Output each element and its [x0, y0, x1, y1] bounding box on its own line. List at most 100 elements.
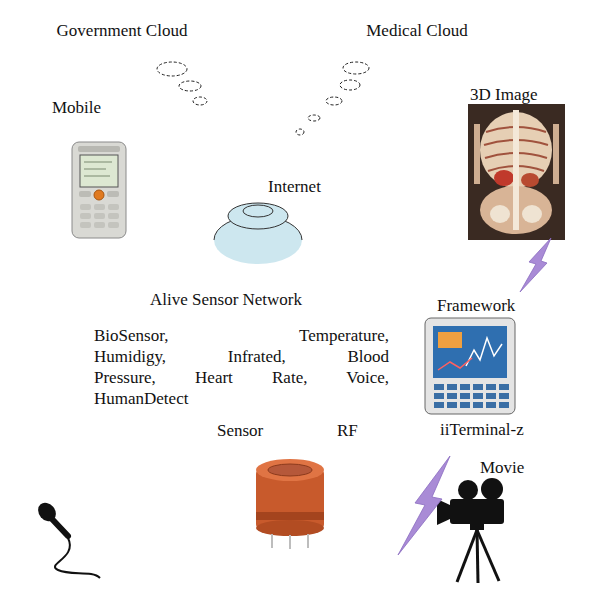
outline — [89, 319, 420, 580]
movie-camera — [437, 478, 504, 583]
terminal-device-part — [486, 393, 496, 399]
mobile-phone-part — [80, 155, 118, 187]
internet-ring: Internet — [85, 148, 590, 226]
ct-scan-image-part — [513, 110, 519, 230]
link-cloud — [214, 203, 302, 264]
cloud-bubble: Government Cloud — [8, 5, 236, 57]
mobile-phone-part — [84, 162, 112, 163]
mobile-phone — [72, 142, 126, 238]
terminal-device-part — [433, 326, 507, 378]
terminal-device-part — [466, 338, 502, 366]
mobile-phone-part — [108, 204, 119, 210]
thought-bubbles-part — [157, 62, 187, 76]
terminal-device-part — [434, 402, 444, 408]
mobile-phone-part — [84, 176, 110, 177]
thought-bubbles-part — [179, 81, 201, 91]
movie-camera-part — [470, 524, 484, 530]
mobile-phone-part — [107, 191, 119, 197]
terminal-device-part — [499, 393, 509, 399]
movie-camera-part — [457, 530, 477, 582]
outline — [115, 171, 560, 204]
device-label-holder: Mobile — [52, 98, 101, 118]
panel-label-holder: Sensor — [217, 421, 263, 441]
terminal-device-part — [473, 402, 483, 408]
mobile-phone-part — [80, 204, 91, 210]
terminal-device-part — [473, 384, 483, 390]
terminal-device-part — [438, 332, 462, 348]
link-cloud-part — [243, 205, 273, 217]
cloud-label-holder: Medical Cloud — [366, 21, 468, 41]
terminal-device-part — [447, 402, 457, 408]
movie-camera-part — [477, 530, 478, 583]
terminal-device-part — [425, 318, 515, 414]
terminal-device-part — [473, 393, 483, 399]
cloud-label-holder: Government Cloud — [57, 21, 188, 41]
gas-sensor-part — [256, 512, 324, 520]
thought-bubbles-part — [296, 129, 304, 135]
network-label-holder: Internet — [265, 177, 324, 197]
image-label: 3D Image — [470, 85, 538, 105]
panel-label: Sensor — [217, 421, 263, 441]
ct-scan-image-part — [521, 173, 539, 187]
thought-bubbles — [157, 62, 369, 135]
mobile-phone-part — [94, 213, 105, 219]
ct-scan-image — [468, 104, 565, 240]
mobile-phone-part — [108, 213, 119, 219]
movie-camera-part — [477, 530, 499, 581]
outline — [334, 8, 501, 53]
thought-bubbles-part — [193, 97, 207, 105]
microphone — [34, 499, 100, 578]
movie-camera-part — [458, 480, 478, 500]
outline — [33, 8, 224, 54]
terminal-device-part — [438, 358, 472, 370]
network-label: Internet — [265, 177, 324, 197]
network-cloud: Alive Sensor NetworkBioSensor, Temperatu… — [8, 232, 588, 607]
mobile-phone-part — [80, 222, 91, 228]
terminal-label-holder: iiTerminal-z — [440, 420, 524, 440]
terminal-device — [425, 318, 515, 414]
terminal-device-part — [434, 393, 444, 399]
ct-scan-image-part — [553, 124, 559, 184]
cloud-label: Government Cloud — [57, 21, 188, 41]
terminal-device-part — [486, 384, 496, 390]
mobile-phone-part — [94, 204, 105, 210]
ct-scan-image-part — [468, 104, 565, 240]
thought-bubbles-part — [343, 62, 369, 74]
thought-bubbles-part — [326, 97, 342, 105]
mobile-phone-part — [78, 146, 120, 152]
framework-label-holder: Framework — [437, 296, 515, 316]
microphone-part — [52, 519, 68, 536]
mobile-phone-part — [108, 222, 119, 228]
terminal-device-part — [447, 393, 457, 399]
terminal-label: iiTerminal-z — [440, 420, 524, 440]
cloud-bubble: Medical Cloud — [322, 5, 512, 57]
thought-bubbles-part — [340, 80, 360, 90]
gas-sensor-part — [307, 534, 309, 548]
terminal-device-part — [486, 402, 496, 408]
panel-label-holder: RF — [337, 421, 358, 441]
framework-label: Framework — [437, 296, 515, 316]
link-cloud-part — [228, 203, 288, 229]
sensor-list: BioSensor, Temperature, Humidigy, Infrat… — [94, 325, 389, 409]
ct-scan-image-part — [474, 124, 480, 184]
sensor-list-box: BioSensor, Temperature, Humidigy, Infrat… — [88, 318, 420, 580]
movie-camera-part — [481, 478, 503, 500]
outline — [86, 149, 589, 225]
outline — [115, 171, 560, 204]
sensor-panel — [172, 413, 422, 571]
microphone-part — [55, 538, 100, 578]
outline — [164, 421, 414, 579]
mobile-phone-part — [94, 190, 104, 200]
gas-sensor — [256, 459, 324, 549]
gas-sensor-part — [289, 535, 291, 549]
mobile-phone-part — [80, 213, 91, 219]
mobile-phone-part — [72, 142, 126, 238]
image-label-holder: 3D Image — [470, 85, 538, 105]
terminal-device-part — [460, 393, 470, 399]
camera-label-holder: Movie — [480, 458, 524, 478]
gas-sensor-part — [256, 520, 324, 536]
wireless-bolt-part — [520, 238, 551, 292]
terminal-device-part — [460, 384, 470, 390]
network-title: Alive Sensor Network — [150, 290, 302, 310]
